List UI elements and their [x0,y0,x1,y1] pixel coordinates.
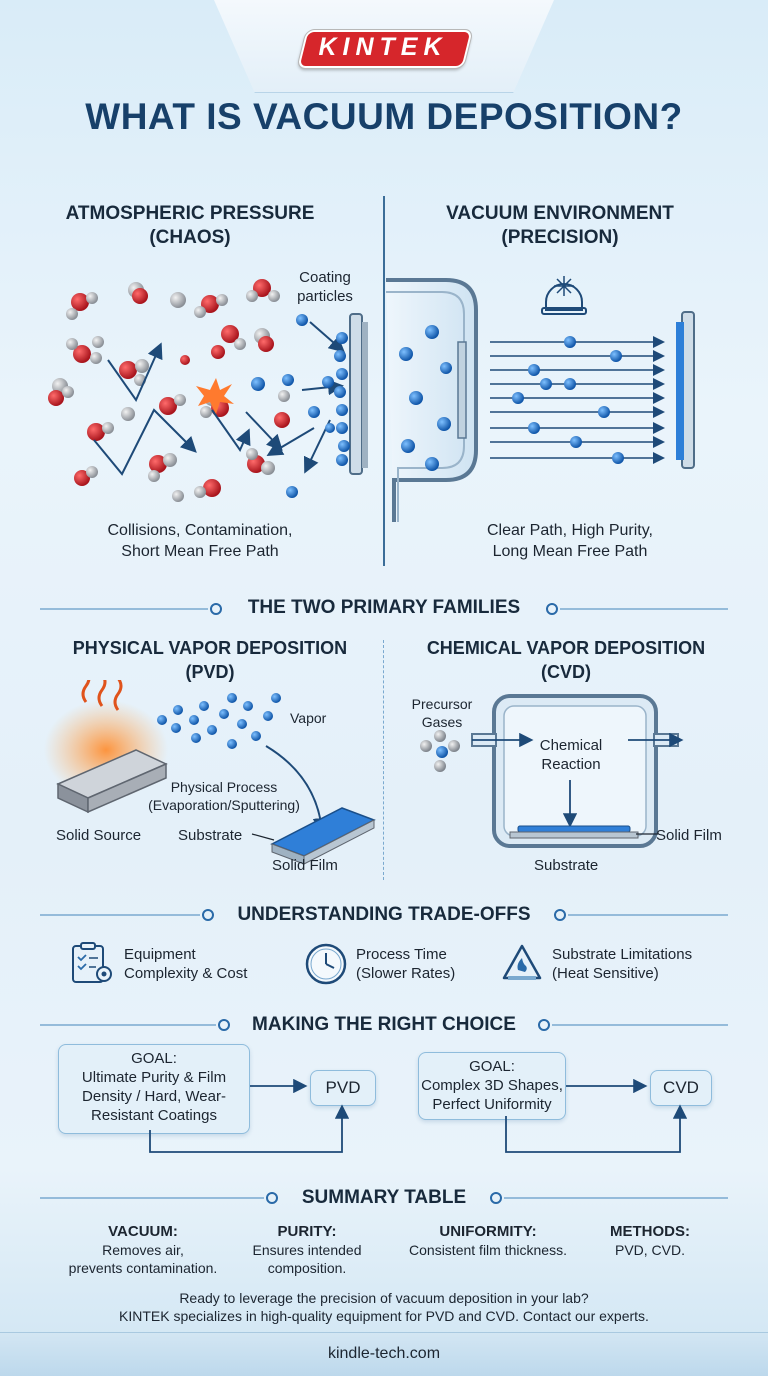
vacuum-gauge-icon [541,276,587,315]
atmospheric-caption: Collisions, Contamination, Short Mean Fr… [107,522,293,560]
tradeoffs-section-title: UNDERSTANDING TRADE-OFFS [237,904,531,925]
cvd-solid-film-label: Solid Film [656,827,722,844]
vapor-particles [157,693,281,749]
pvd-solid-film-label: Solid Film [272,857,338,874]
vacuum-substrate [676,311,695,469]
families-divider [40,603,728,615]
pvd-substrate-label: Substrate [178,827,243,844]
cvd-result: CVD [650,1070,712,1106]
cvd-title: CHEMICAL VAPOR DEPOSITION (CVD) [426,638,706,682]
cvd-solid-film [517,825,631,833]
summary-divider [40,1192,728,1204]
precursor-gas-molecules [420,730,460,772]
pvd-title: PHYSICAL VAPOR DEPOSITION (PVD) [72,638,348,682]
clipboard-gear-icon [72,942,112,983]
pvd-goal-box: GOAL: Ultimate Purity & Film Density / H… [58,1044,250,1134]
tradeoffs-divider [40,909,728,921]
choice-connectors [149,1078,688,1153]
cvd-substrate [509,831,639,839]
heat-warning-icon [502,944,542,980]
pvd-substrate [270,807,376,865]
page-title: WHAT IS VACUUM DEPOSITION? [85,96,683,137]
vacuum-precision-illustration [386,276,695,522]
vapor-label: Vapor [290,710,327,726]
substrate-plate [349,313,368,475]
website-link[interactable]: kindle-tech.com [327,1345,441,1362]
cta-text: Ready to leverage the precision of vacuu… [119,1290,649,1324]
families-divider-dashed [383,640,384,880]
summary-purity: PURITY: Ensures intended composition. [252,1223,362,1276]
clock-icon [305,943,347,985]
summary-section-title: SUMMARY TABLE [301,1187,467,1208]
heat-waves [81,680,123,711]
coating-particles-label: Coating particles [297,269,353,305]
pvd-illustration [44,680,376,865]
cvd-substrate-label: Substrate [534,857,599,874]
gas-flow-arrows [472,732,684,828]
substrate-leader [251,833,275,841]
vacuum-chamber [386,278,478,522]
deposited-particles [334,332,350,466]
tradeoffs-row: Equipment Complexity & Cost Process Time… [70,942,720,992]
atmospheric-chaos-illustration [48,279,368,502]
logo-text: KINTEK [318,33,448,61]
vacuum-title: VACUUM ENVIRONMENT (PRECISION) [446,203,674,248]
traveling-particles [512,336,624,464]
choice-section-title: MAKING THE RIGHT CHOICE [252,1014,516,1035]
physical-process-label: Physical Process (Evaporation/Sputtering… [148,779,300,813]
families-section-title: THE TWO PRIMARY FAMILIES [247,597,521,618]
solid-source-label: Solid Source [56,827,142,844]
footer-bar [0,1332,768,1376]
choice-divider [40,1019,728,1031]
summary-uniformity: UNIFORMITY: Consistent film thickness. [409,1223,567,1258]
summary-vacuum: VACUUM: Removes air, prevents contaminat… [68,1223,218,1276]
collision-burst [196,378,234,414]
precursor-gases-label: Precursor Gases [411,696,473,730]
collision-paths [93,321,346,476]
chemical-reaction-label: Chemical Reaction [539,737,603,773]
chamber-particles [399,325,452,471]
cvd-illustration [420,694,684,848]
coating-particles [251,314,335,498]
cvd-chamber [471,694,679,848]
air-molecules [48,279,290,502]
summary-methods: METHODS: PVD, CVD. [610,1223,690,1258]
cvd-goal-box: GOAL: Complex 3D Shapes, Perfect Uniform… [418,1052,566,1120]
comparison-divider [383,196,385,566]
atmospheric-title: ATMOSPHERIC PRESSURE (CHAOS) [65,203,315,248]
solid-source-ingot [56,749,168,814]
vacuum-caption: Clear Path, High Purity, Long Mean Free … [487,522,653,560]
